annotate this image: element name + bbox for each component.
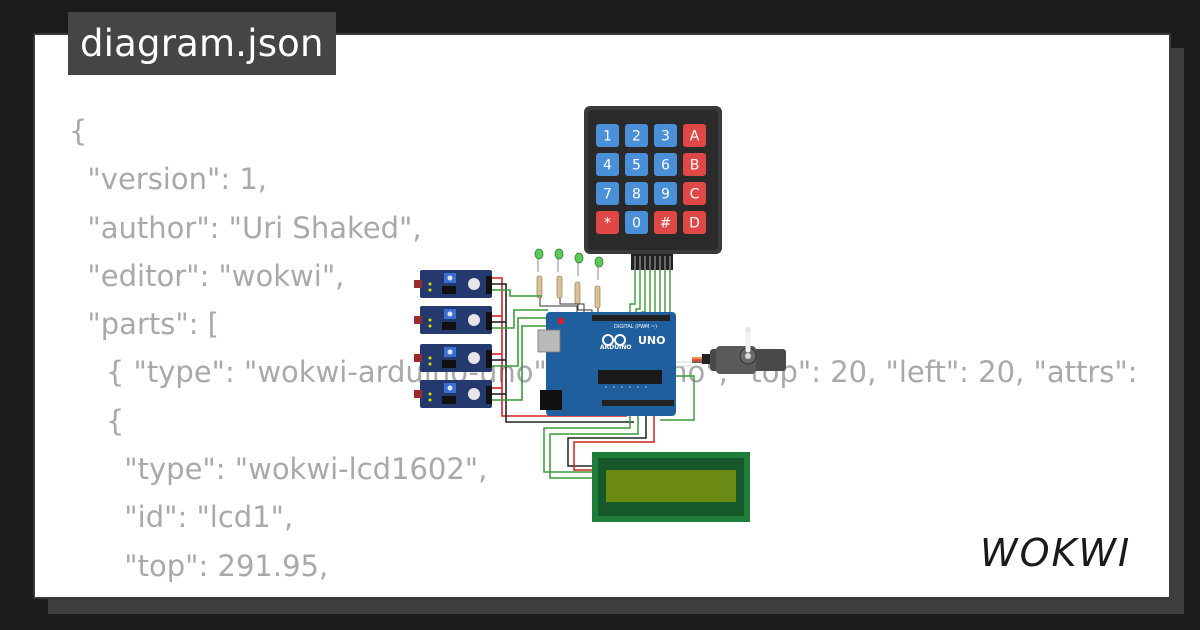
keypad-key-6[interactable]: 6 [654, 153, 677, 176]
keypad-key-label: 0 [632, 216, 641, 232]
keypad-key-0[interactable]: 0 [625, 211, 648, 234]
keypad-key-A[interactable]: A [683, 124, 706, 147]
ir-sensor-module [414, 270, 492, 298]
keypad-wires [629, 270, 671, 316]
lcd1602-display [592, 452, 750, 522]
led-array [534, 248, 604, 316]
code-line: "editor": "wokwi", [69, 258, 345, 293]
keypad-key-label: 2 [632, 129, 641, 145]
keypad-key-label: 6 [661, 158, 670, 174]
ir-sensor-module [414, 380, 492, 408]
code-line: { [69, 114, 88, 148]
servo-motor [676, 327, 786, 374]
code-line: "author": "Uri Shaked", [69, 210, 422, 245]
diagram-json-code: { "version": 1, "author": "Uri Shaked", … [69, 107, 1147, 598]
sensor-wires [492, 277, 634, 423]
servo-signal-wire [660, 375, 695, 421]
wokwi-logo: WOKWI [980, 531, 1131, 575]
keypad-key-4[interactable]: 4 [596, 153, 619, 176]
code-line: "version": 1, [69, 162, 267, 197]
code-line: "id": "lcd1", [69, 500, 294, 535]
file-tab[interactable]: diagram.json [68, 12, 336, 75]
keypad-key-label: 9 [661, 187, 670, 203]
keypad-key-B[interactable]: B [683, 153, 706, 176]
circuit-diagram: 1 2 3 A 4 5 6 B 7 8 9 C * 0 # D [414, 106, 786, 522]
arduino-digital-label: DIGITAL (PWM ~) [614, 324, 657, 330]
arduino-uno-board[interactable]: ARDUINO UNO DIGITAL (PWM ~) [537, 312, 676, 416]
keypad-key-5[interactable]: 5 [625, 153, 648, 176]
keypad-key-label: * [604, 216, 611, 232]
keypad-key-label: A [690, 129, 700, 145]
keypad-key-9[interactable]: 9 [654, 182, 677, 205]
keypad-key-#[interactable]: # [654, 211, 677, 234]
arduino-model: UNO [638, 334, 666, 347]
keypad-key-label: 7 [603, 187, 612, 203]
keypad-key-D[interactable]: D [683, 211, 706, 234]
keypad-key-label: 3 [661, 129, 670, 145]
arduino-logo-icon [602, 334, 626, 346]
code-line: "top": 291.95, [69, 548, 329, 583]
ir-sensor-module [414, 306, 492, 334]
keypad-key-3[interactable]: 3 [654, 124, 677, 147]
keypad[interactable]: 1 2 3 A 4 5 6 B 7 8 9 C * 0 # D [584, 106, 722, 254]
lcd-wires [543, 416, 655, 479]
code-line: { [69, 403, 125, 438]
keypad-key-label: D [689, 216, 700, 232]
code-line: "type": "wokwi-lcd1602", [69, 452, 488, 487]
keypad-key-*[interactable]: * [596, 211, 619, 234]
keypad-pins [631, 254, 673, 270]
keypad-key-label: C [690, 187, 700, 203]
keypad-key-label: # [660, 216, 672, 232]
keypad-key-7[interactable]: 7 [596, 182, 619, 205]
keypad-key-label: 1 [603, 129, 612, 145]
keypad-key-8[interactable]: 8 [625, 182, 648, 205]
sensor-modules [414, 270, 492, 408]
code-line: "parts": [ [69, 307, 219, 342]
arduino-brand: ARDUINO [600, 344, 631, 351]
keypad-key-label: 8 [632, 187, 641, 203]
code-line: "left": 424.47, [69, 597, 327, 598]
keypad-key-label: 4 [603, 158, 612, 174]
ir-sensor-module [414, 344, 492, 372]
keypad-key-C[interactable]: C [683, 182, 706, 205]
keypad-key-label: 5 [632, 158, 641, 174]
wokwi-logo-text: WOKWI [980, 531, 1131, 575]
keypad-key-label: B [690, 158, 700, 174]
keypad-key-1[interactable]: 1 [596, 124, 619, 147]
keypad-key-2[interactable]: 2 [625, 124, 648, 147]
